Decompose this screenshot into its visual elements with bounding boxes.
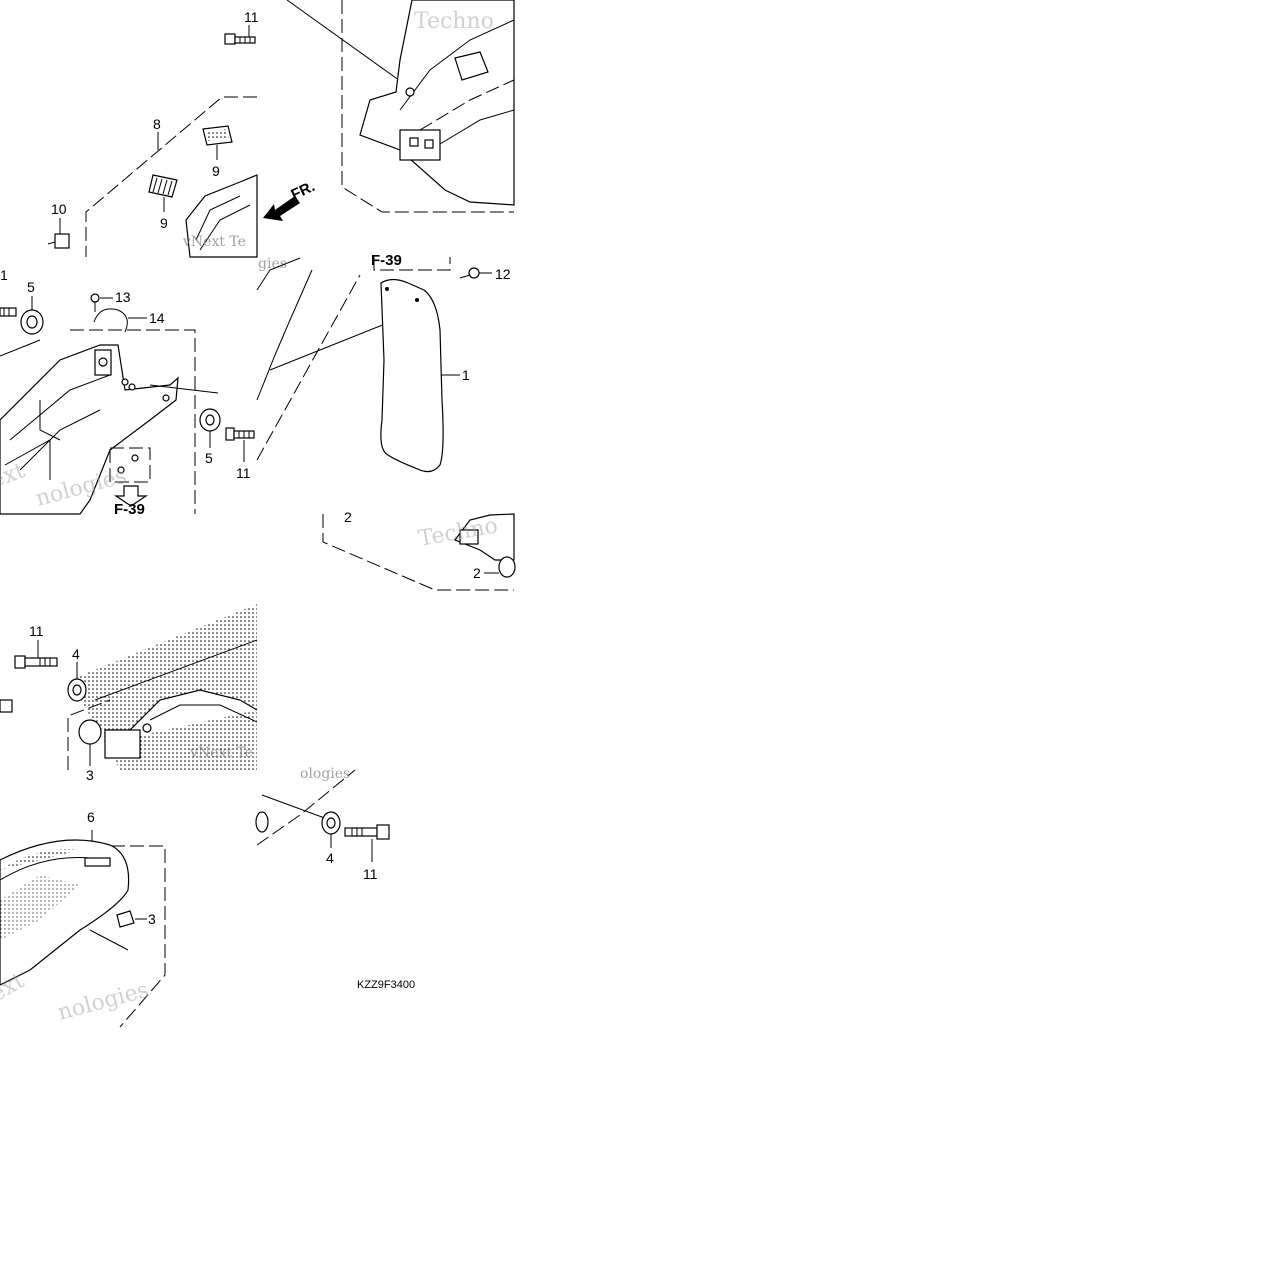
ref-arrow-bottom [114, 485, 148, 507]
bolt-left [0, 307, 17, 317]
svg-text:11: 11 [236, 465, 251, 481]
bolt-11-c [14, 640, 58, 669]
grommet-4-b [321, 811, 341, 848]
rear-fender-fragment [185, 174, 258, 258]
svg-text:FR.: FR. [289, 178, 318, 204]
callout-9-b: 9 [160, 215, 168, 231]
svg-text:vNext Te: vNext Te [189, 745, 253, 761]
svg-text:2: 2 [344, 509, 352, 525]
grommet-2 [498, 556, 516, 578]
svg-text:11: 11 [29, 623, 44, 639]
callout-9-a: 9 [212, 163, 220, 179]
grommet-5-b [199, 408, 221, 448]
tile-lower-left: 11 4 3 vNext Te [0, 604, 258, 783]
screw-12 [459, 267, 492, 279]
svg-text:5: 5 [27, 279, 35, 295]
clamp-14 [93, 308, 147, 333]
svg-text:nologies: nologies [55, 978, 151, 1026]
callout-10: 10 [51, 201, 67, 217]
rear-frame-subassembly [0, 344, 179, 515]
bolt-10 [47, 218, 70, 249]
svg-text:11: 11 [363, 866, 378, 882]
svg-text:1: 1 [462, 367, 470, 383]
mud-guard-1 [380, 278, 444, 473]
grommet-5-a [20, 296, 44, 335]
svg-text:1: 1 [0, 267, 8, 283]
bolt-11-mid [225, 427, 255, 462]
screw-13 [90, 293, 113, 312]
svg-text:12: 12 [495, 266, 511, 282]
svg-text:2: 2 [473, 565, 481, 581]
svg-text:4: 4 [72, 646, 80, 662]
tile-middle-left: 1 5 13 14 [0, 267, 255, 518]
grommet-4-a [67, 662, 87, 702]
pad-9-a [202, 125, 233, 160]
svg-text:3: 3 [86, 767, 94, 783]
svg-text:Techno: Techno [414, 9, 494, 34]
tile-right-lower: 2 2 Techno [322, 509, 516, 591]
front-direction-arrow: FR. [263, 178, 318, 221]
svg-text:3: 3 [148, 911, 156, 927]
tile-bottom-middle: ologies 4 11 KZZ9F3400 [255, 766, 415, 991]
svg-text:6: 6 [87, 809, 95, 825]
diagram-code: KZZ9F3400 [357, 979, 415, 991]
ref-label-bottom: F-39 [114, 501, 145, 518]
callout-11-top: 11 [244, 9, 259, 25]
svg-text:4: 4 [326, 850, 334, 866]
ref-label-top: F-39 [371, 252, 402, 269]
svg-text:ext: ext [0, 968, 29, 1007]
svg-text:13: 13 [115, 289, 131, 305]
tile-bottom-left: 6 3 ext nologies [0, 809, 166, 1028]
svg-text:gies: gies [258, 256, 287, 272]
pad-3 [116, 910, 135, 928]
pad-9-b [148, 174, 178, 212]
bolt-11-d [344, 824, 390, 862]
svg-text:vNext Te: vNext Te [182, 234, 246, 250]
group-frame-top-middle [341, 0, 514, 213]
bracket-right [454, 513, 515, 561]
callout-8: 8 [153, 116, 161, 132]
tile-center: F-39 gies 1 12 [256, 252, 511, 473]
svg-text:14: 14 [149, 310, 165, 326]
rear-seat-cowl-6 [0, 839, 130, 986]
group-8-frame [85, 96, 257, 257]
svg-text:ologies: ologies [300, 766, 350, 782]
svg-text:5: 5 [205, 450, 213, 466]
grommet-3 [78, 719, 102, 745]
tile-top-middle: Techno FR. [263, 0, 515, 221]
bolt-11-top [224, 25, 256, 45]
tile-top-left: 11 8 9 9 10 vNext [47, 9, 259, 258]
